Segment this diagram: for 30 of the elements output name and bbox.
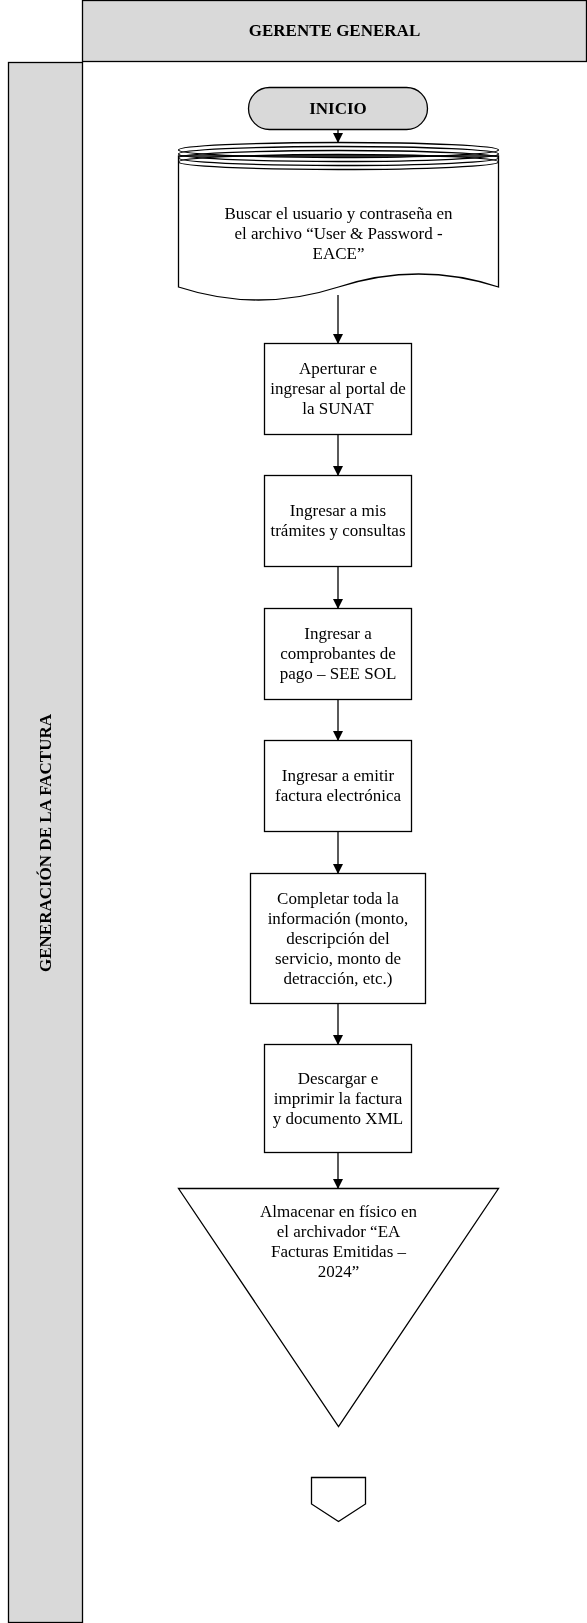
arrow xyxy=(333,294,343,344)
arrow xyxy=(333,831,343,874)
terminator-label: INICIO xyxy=(308,98,368,119)
swimlane-band xyxy=(8,62,83,1623)
step-text: Aperturar e ingresar al portal de la SUNAT xyxy=(270,359,406,419)
arrow xyxy=(333,1152,343,1189)
process-box xyxy=(264,475,412,567)
arrow xyxy=(333,699,343,741)
off-page-connector xyxy=(311,1477,366,1522)
arrow xyxy=(333,434,343,476)
process-box xyxy=(250,873,426,1004)
storage-triangle xyxy=(178,1188,499,1427)
process-box xyxy=(264,608,412,700)
process-box xyxy=(264,343,412,435)
step-text: Ingresar a mis trámites y consultas xyxy=(270,501,406,541)
arrow xyxy=(333,566,343,609)
step-text: Ingresar a emitir factura electrónica xyxy=(274,766,402,806)
arrow xyxy=(333,129,343,143)
process-box xyxy=(264,1044,412,1153)
step-text: Buscar el usuario y contraseña en el archivo “User & Password - EACE” xyxy=(223,204,454,264)
terminator-shape xyxy=(248,87,428,130)
step-text: Almacenar en físico en el archivador “EA Facturas Emitidas – 2024” xyxy=(258,1202,419,1282)
lane-title: GERENTE GENERAL xyxy=(247,21,422,41)
header-band xyxy=(82,0,587,62)
step-text: Ingresar a comprobantes de pago – SEE SOL xyxy=(278,624,398,684)
step-text: Descargar e imprimir la factura y documento XML xyxy=(271,1068,405,1129)
arrow xyxy=(333,1003,343,1045)
step-text: Completar toda la información (monto, descripción del servicio, monto de detracción, etc.) xyxy=(266,888,410,989)
process-box xyxy=(264,740,412,832)
lane-title: GENERACIÓN DE LA FACTURA xyxy=(35,713,56,972)
